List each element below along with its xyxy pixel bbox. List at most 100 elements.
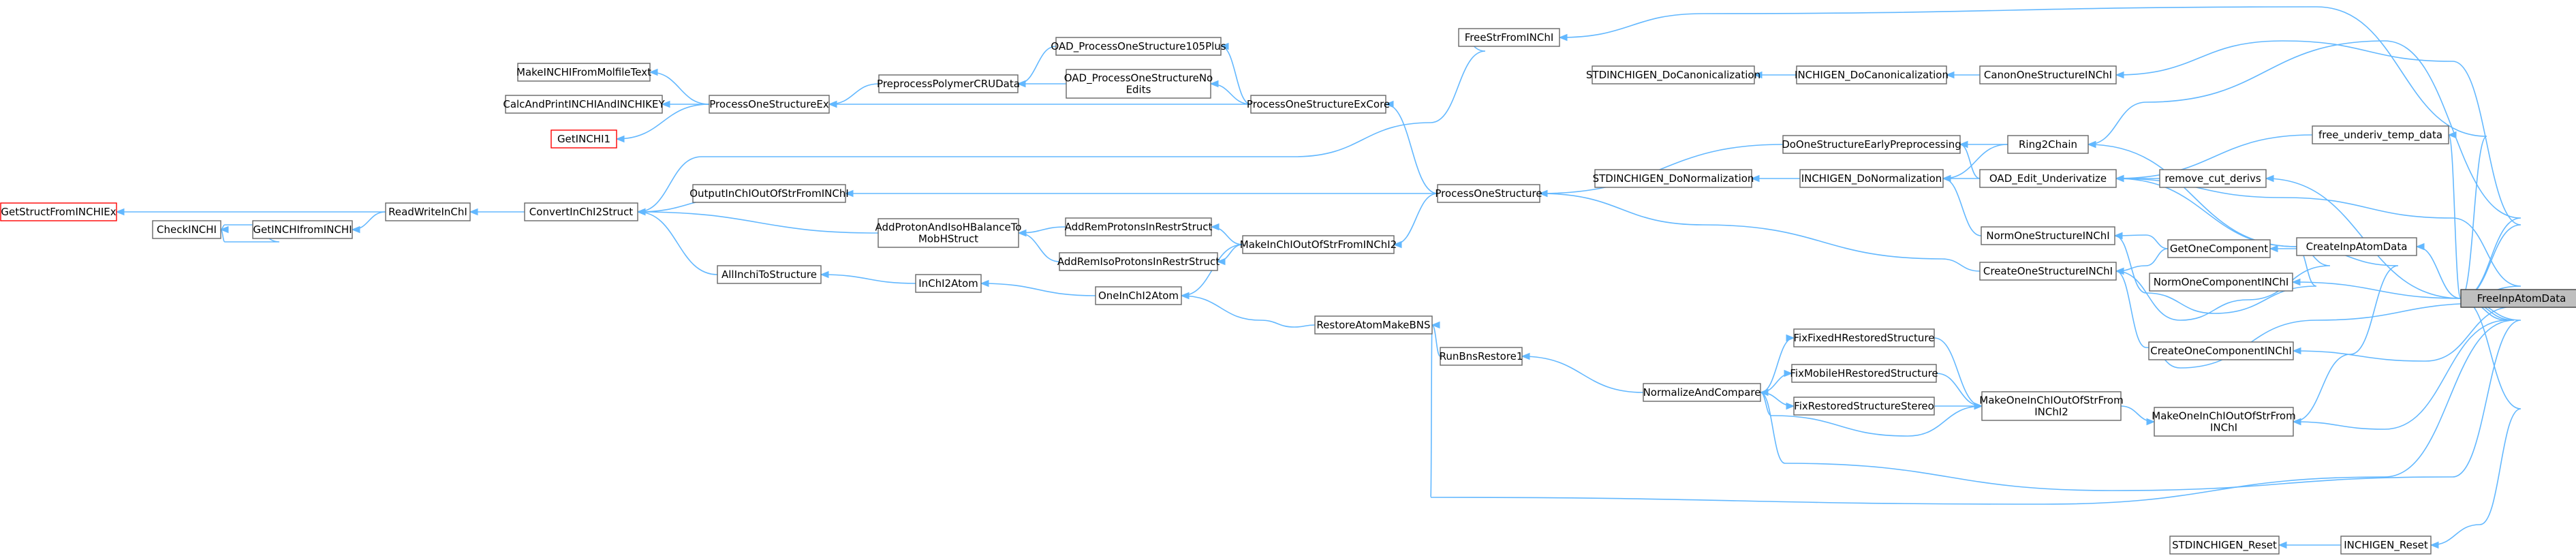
- node-NormalizeAndCompare[interactable]: NormalizeAndCompare: [1643, 383, 1761, 402]
- node-box[interactable]: [878, 74, 1019, 93]
- node-box[interactable]: [524, 202, 638, 221]
- node-CreateInpAtomData[interactable]: CreateInpAtomData: [2296, 237, 2417, 256]
- node-FreeStrFromINChI[interactable]: FreeStrFromINChI: [1458, 28, 1560, 47]
- node-box[interactable]: [1095, 286, 1182, 305]
- node-box[interactable]: [692, 184, 846, 203]
- node-box[interactable]: [2154, 407, 2294, 437]
- node-CalcAndPrintINCHIAndINCHIKEY[interactable]: CalcAndPrintINCHIAndINCHIKEY: [503, 95, 665, 114]
- node-MakeInChIOutOfStrFromINChI2[interactable]: MakeInChIOutOfStrFromINChI2: [1240, 235, 1397, 254]
- node-box[interactable]: [1458, 28, 1560, 47]
- node-INCHIGEN_DoCanonicalization[interactable]: INCHIGEN_DoCanonicalization: [1795, 65, 1949, 84]
- node-AddRemProtonsInRestrStruct[interactable]: AddRemProtonsInRestrStruct: [1065, 217, 1213, 236]
- node-DoOneStructureEarlyPreprocessing[interactable]: DoOneStructureEarlyPreprocessing: [1782, 135, 1961, 154]
- node-box[interactable]: [1242, 235, 1395, 254]
- node-FreeInpAtomData[interactable]: FreeInpAtomData: [2460, 289, 2576, 308]
- node-box[interactable]: [1643, 383, 1761, 402]
- node-box[interactable]: [1979, 65, 2117, 84]
- node-box[interactable]: [2148, 341, 2294, 360]
- node-INCHIGEN_DoNormalization[interactable]: INCHIGEN_DoNormalization: [1799, 169, 1944, 188]
- node-box[interactable]: [2460, 289, 2576, 308]
- node-CanonOneStructureINChI[interactable]: CanonOneStructureINChI: [1979, 65, 2117, 84]
- node-box[interactable]: [1793, 397, 1935, 416]
- node-box[interactable]: [2169, 536, 2280, 555]
- node-box[interactable]: [2007, 135, 2089, 154]
- node-GetINCHIfromINCHI[interactable]: GetINCHIfromINCHI: [252, 220, 353, 239]
- node-GetOneComponent[interactable]: GetOneComponent: [2167, 239, 2271, 258]
- node-box[interactable]: [1791, 364, 1937, 383]
- node-box[interactable]: [1440, 347, 1523, 366]
- node-MakeINCHIFromMolfileText[interactable]: MakeINCHIFromMolfileText: [516, 63, 651, 82]
- node-OneInChI2Atom[interactable]: OneInChI2Atom: [1095, 286, 1182, 305]
- node-box[interactable]: [1796, 65, 1947, 84]
- node-NormOneComponentINChI[interactable]: NormOneComponentINChI: [2149, 273, 2293, 292]
- node-free_underiv_temp_data[interactable]: free_underiv_temp_data: [2312, 125, 2449, 144]
- node-box[interactable]: [1250, 95, 1386, 114]
- node-box[interactable]: [717, 265, 822, 284]
- node-box[interactable]: [2167, 239, 2271, 258]
- node-INCHIGEN_Reset[interactable]: INCHIGEN_Reset: [2340, 536, 2432, 555]
- node-GetStructFromINCHIEx[interactable]: GetStructFromINCHIEx: [0, 202, 117, 221]
- node-box[interactable]: [1437, 184, 1540, 203]
- node-box[interactable]: [2149, 273, 2293, 292]
- node-box[interactable]: [1979, 262, 2117, 281]
- node-box[interactable]: [2312, 125, 2449, 144]
- node-InChI2Atom[interactable]: InChI2Atom: [915, 274, 982, 293]
- node-box[interactable]: [1592, 65, 1755, 84]
- node-box[interactable]: [1314, 315, 1433, 335]
- node-box[interactable]: [1055, 37, 1222, 56]
- node-OAD_ProcessOneStructure105Plus[interactable]: OAD_ProcessOneStructure105Plus: [1051, 37, 1226, 56]
- node-STDINCHIGEN_DoCanonicalization[interactable]: STDINCHIGEN_DoCanonicalization: [1586, 65, 1760, 84]
- node-CreateOneStructureINChI[interactable]: CreateOneStructureINChI: [1979, 262, 2117, 281]
- node-NormOneStructureINChI[interactable]: NormOneStructureINChI: [1981, 226, 2115, 245]
- node-ConvertInChI2Struct[interactable]: ConvertInChI2Struct: [524, 202, 638, 221]
- node-box[interactable]: [252, 220, 353, 239]
- node-box[interactable]: [1979, 169, 2117, 188]
- node-RunBnsRestore1[interactable]: RunBnsRestore1: [1440, 347, 1523, 366]
- node-FixMobileHRestoredStructure[interactable]: FixMobileHRestoredStructure: [1790, 364, 1938, 383]
- node-box[interactable]: [1793, 328, 1935, 347]
- node-box[interactable]: [1981, 391, 2122, 421]
- node-box[interactable]: [505, 95, 663, 114]
- node-box[interactable]: [1782, 135, 1961, 154]
- node-ProcessOneStructure[interactable]: ProcessOneStructure: [1435, 184, 1542, 203]
- node-ProcessOneStructureExCore[interactable]: ProcessOneStructureExCore: [1247, 95, 1390, 114]
- node-RestoreAtomMakeBNS[interactable]: RestoreAtomMakeBNS: [1314, 315, 1433, 335]
- node-box[interactable]: [1065, 217, 1212, 236]
- node-box[interactable]: [385, 202, 471, 221]
- node-box[interactable]: [1059, 252, 1218, 271]
- node-STDINCHIGEN_DoNormalization[interactable]: STDINCHIGEN_DoNormalization: [1593, 169, 1754, 188]
- node-box[interactable]: [550, 129, 617, 149]
- node-CheckINCHI[interactable]: CheckINCHI: [152, 220, 221, 239]
- node-box[interactable]: [0, 202, 117, 221]
- node-box[interactable]: [1799, 169, 1944, 188]
- node-OAD_Edit_Underivatize[interactable]: OAD_Edit_Underivatize: [1979, 169, 2117, 188]
- node-box[interactable]: [152, 220, 221, 239]
- node-STDINCHIGEN_Reset[interactable]: STDINCHIGEN_Reset: [2169, 536, 2280, 555]
- node-remove_cut_derivs[interactable]: remove_cut_derivs: [2159, 169, 2267, 188]
- node-box[interactable]: [2296, 237, 2417, 256]
- node-Ring2Chain[interactable]: Ring2Chain: [2007, 135, 2089, 154]
- node-box[interactable]: [1066, 69, 1211, 99]
- node-box[interactable]: [1594, 169, 1752, 188]
- node-PreprocessPolymerCRUData[interactable]: PreprocessPolymerCRUData: [877, 74, 1020, 93]
- node-FixFixedHRestoredStructure[interactable]: FixFixedHRestoredStructure: [1793, 328, 1935, 347]
- node-AddRemIsoProtonsInRestrStruct[interactable]: AddRemIsoProtonsInRestrStruct: [1057, 252, 1220, 271]
- node-ReadWriteInChI[interactable]: ReadWriteInChI: [385, 202, 471, 221]
- node-box[interactable]: [517, 63, 651, 82]
- node-box[interactable]: [878, 218, 1019, 248]
- node-box[interactable]: [2340, 536, 2432, 555]
- node-AllInchiToStructure[interactable]: AllInchiToStructure: [717, 265, 822, 284]
- node-box[interactable]: [1981, 226, 2115, 245]
- node-CreateOneComponentINChI[interactable]: CreateOneComponentINChI: [2148, 341, 2294, 360]
- node-box[interactable]: [709, 95, 830, 114]
- node-ProcessOneStructureEx[interactable]: ProcessOneStructureEx: [709, 95, 830, 114]
- node-FixRestoredStructureStereo[interactable]: FixRestoredStructureStereo: [1793, 397, 1935, 416]
- node-OutputInChIOutOfStrFromINChI[interactable]: OutputInChIOutOfStrFromINChI: [689, 184, 849, 203]
- node-box[interactable]: [915, 274, 982, 293]
- node-GetINCHI1[interactable]: GetINCHI1: [550, 129, 617, 149]
- node-box[interactable]: [2159, 169, 2267, 188]
